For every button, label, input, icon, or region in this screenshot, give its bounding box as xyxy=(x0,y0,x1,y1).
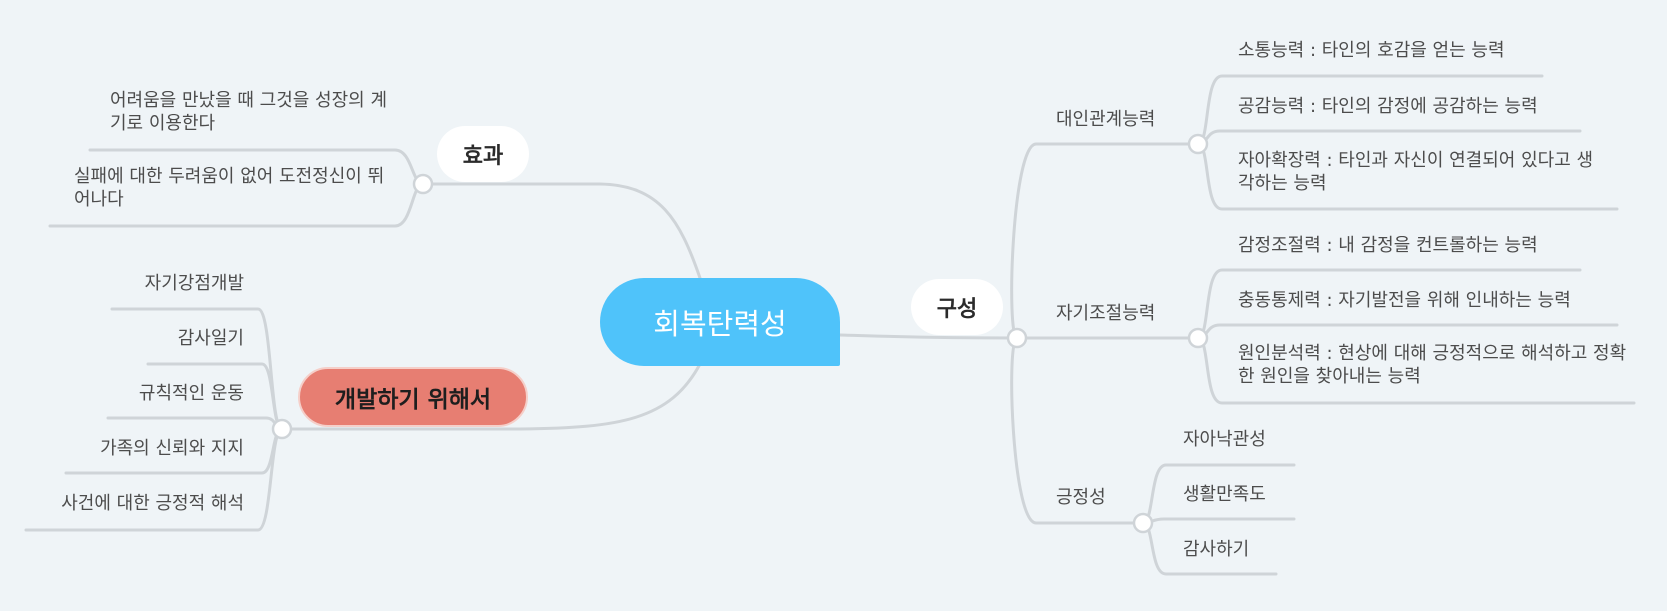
composition-item[interactable]: 감사하기 xyxy=(1183,539,1250,560)
connector-develop-item3 xyxy=(106,416,284,431)
connector-central-effect xyxy=(421,182,702,280)
composition-item-text: 자아확장력 : 타인과 자신이 연결되어 있다고 생각하는 능력 xyxy=(1238,150,1594,194)
effect-item-text: 어려움을 만났을 때 그것을 성장의 계기로 이용한다 xyxy=(110,90,388,134)
connector-g2-item2 xyxy=(1196,323,1619,340)
composition-item[interactable]: 충동통제력 : 자기발전을 위해 인내하는 능력 xyxy=(1238,290,1571,311)
branch-develop[interactable]: 개발하기 위해서 xyxy=(298,367,528,427)
collapse-toggle-group2 xyxy=(1187,327,1209,349)
effect-item[interactable]: 실패에 대한 두려움이 없어 도전정신이 뛰어나다 xyxy=(74,165,394,211)
collapse-toggle-group3 xyxy=(1132,512,1154,534)
effect-item[interactable]: 어려움을 만났을 때 그것을 성장의 계기로 이용한다 xyxy=(110,89,390,135)
central-topic[interactable]: 회복탄력성 xyxy=(600,278,840,366)
collapse-toggle-effect xyxy=(412,173,434,195)
composition-item[interactable]: 원인분석력 : 현상에 대해 긍정적으로 해석하고 정확한 원인을 찾아내는 능… xyxy=(1238,342,1628,388)
composition-item[interactable]: 생활만족도 xyxy=(1183,484,1266,505)
branch-composition[interactable]: 구성 xyxy=(911,279,1003,335)
branch-effect[interactable]: 효과 xyxy=(437,126,529,182)
composition-item[interactable]: 공감능력 : 타인의 감정에 공감하는 능력 xyxy=(1238,96,1538,117)
collapse-toggle-composition xyxy=(1006,327,1028,349)
composition-group-label[interactable]: 자기조절능력 xyxy=(1056,303,1156,324)
composition-item[interactable]: 소통능력 : 타인의 호감을 얻는 능력 xyxy=(1238,40,1505,61)
composition-group-label[interactable]: 긍정성 xyxy=(1056,487,1106,508)
connector-g1-item2 xyxy=(1196,129,1582,146)
connector-g3-item2 xyxy=(1141,517,1296,525)
composition-item[interactable]: 자아확장력 : 타인과 자신이 연결되어 있다고 생각하는 능력 xyxy=(1238,149,1603,195)
composition-item[interactable]: 자아낙관성 xyxy=(1183,429,1266,450)
develop-item[interactable]: 규칙적인 운동 xyxy=(138,383,244,404)
effect-item-text: 실패에 대한 두려움이 없어 도전정신이 뛰어나다 xyxy=(74,166,385,210)
composition-item[interactable]: 감정조절력 : 내 감정을 컨트롤하는 능력 xyxy=(1238,235,1538,256)
connector-comp-group1 xyxy=(1010,142,1200,340)
collapse-toggle-group1 xyxy=(1187,133,1209,155)
develop-item[interactable]: 가족의 신뢰와 지지 xyxy=(100,438,244,459)
composition-group-label[interactable]: 대인관계능력 xyxy=(1056,109,1156,130)
develop-item[interactable]: 감사일기 xyxy=(177,328,244,349)
collapse-toggle-develop xyxy=(271,418,293,440)
develop-item[interactable]: 자기강점개발 xyxy=(144,273,244,294)
connector-central-composition xyxy=(838,333,1019,340)
composition-item-text: 원인분석력 : 현상에 대해 긍정적으로 해석하고 정확한 원인을 찾아내는 능… xyxy=(1238,343,1627,387)
connector-central-develop xyxy=(280,362,702,431)
develop-item[interactable]: 사건에 대한 긍정적 해석 xyxy=(61,493,244,514)
